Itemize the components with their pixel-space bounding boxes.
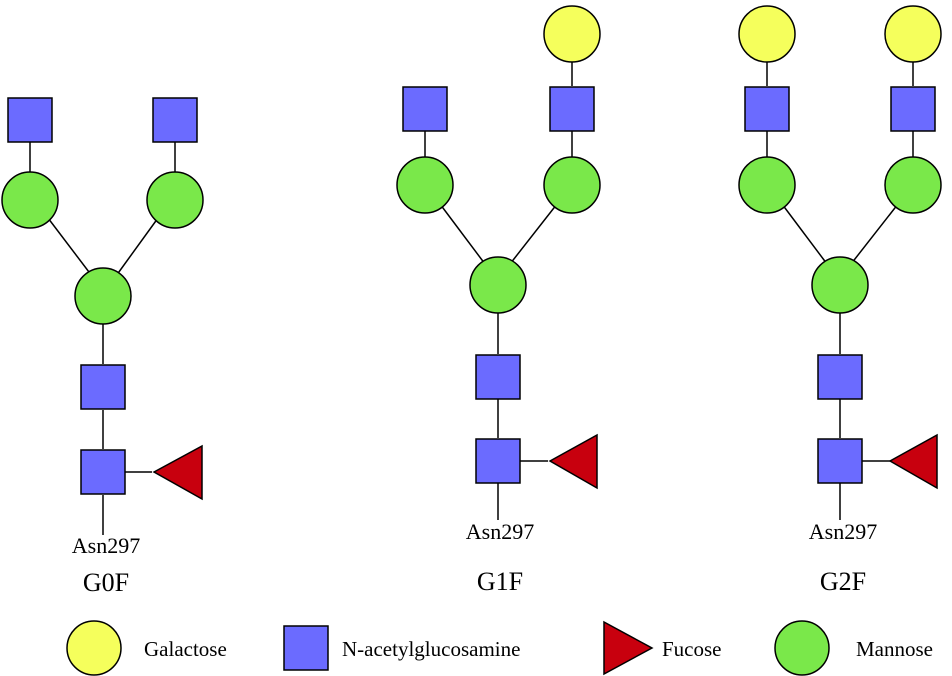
galactose-circle	[738, 5, 796, 63]
legend-glcnac-label: N-acetylglucosamine	[342, 637, 520, 661]
glcnac-square	[890, 86, 936, 132]
legend-fucose-swatch	[603, 620, 654, 676]
mannose-circle	[74, 267, 132, 325]
mannose-circle	[469, 256, 527, 314]
legend-mannose-label: Mannose	[856, 637, 933, 661]
mannose-circle	[1, 171, 59, 229]
legend-fucose-label: Fucose	[662, 637, 722, 661]
galactose-circle	[884, 5, 942, 63]
bond	[439, 203, 486, 265]
bond	[781, 203, 828, 265]
mannose-circle	[146, 171, 204, 229]
legend-glcnac-swatch	[283, 625, 329, 671]
glycan-g2f: Asn297 G2F	[738, 5, 942, 596]
glcnac-square	[80, 364, 126, 410]
legend-galactose-label: Galactose	[144, 637, 227, 661]
fucose-triangle	[152, 444, 203, 501]
mannose-circle	[811, 256, 869, 314]
glycan-g0f: Asn297 G0F	[1, 97, 204, 597]
glycan-name: G2F	[820, 567, 866, 596]
glycan-g1f: Asn297 G1F	[396, 5, 601, 596]
glcnac-square	[475, 438, 521, 484]
anchor-label: Asn297	[809, 519, 877, 544]
mannose-circle	[543, 156, 601, 214]
mannose-circle	[884, 156, 942, 214]
glcnac-square	[7, 97, 53, 143]
bond	[509, 203, 558, 265]
legend-galactose-swatch	[66, 620, 122, 676]
legend: Galactose N-acetylglucosamine Fucose Man…	[66, 620, 933, 676]
anchor-label: Asn297	[466, 519, 534, 544]
mannose-circle	[738, 156, 796, 214]
glcnac-square	[817, 354, 863, 400]
glcnac-square	[402, 86, 448, 132]
mannose-circle	[396, 156, 454, 214]
bond	[47, 217, 93, 277]
glycan-name: G0F	[83, 568, 129, 597]
legend-mannose-swatch	[774, 620, 830, 676]
glcnac-square	[152, 97, 198, 143]
fucose-triangle	[888, 433, 938, 490]
fucose-triangle	[548, 433, 598, 490]
glycan-name: G1F	[477, 567, 523, 596]
glcnac-square	[817, 438, 863, 484]
bond	[115, 217, 159, 277]
anchor-label: Asn297	[72, 533, 140, 558]
glcnac-square	[475, 354, 521, 400]
galactose-circle	[543, 5, 601, 63]
glcnac-square	[80, 449, 126, 495]
glcnac-square	[549, 86, 595, 132]
bond	[850, 203, 899, 265]
glcnac-square	[744, 86, 790, 132]
